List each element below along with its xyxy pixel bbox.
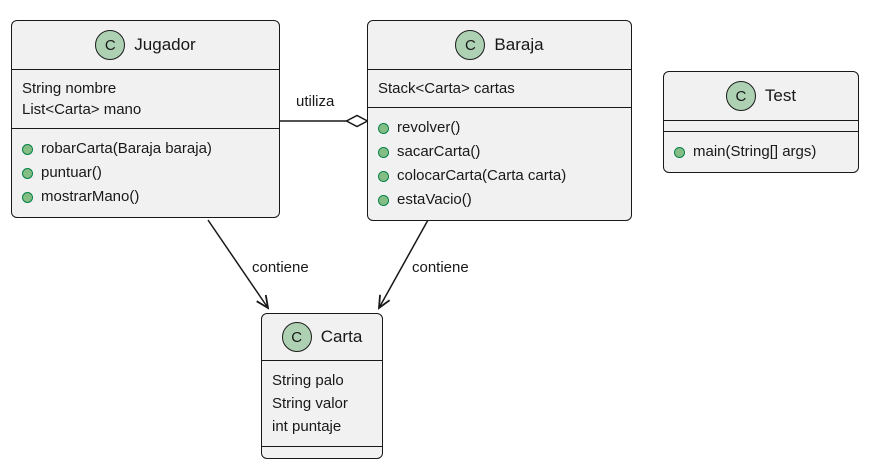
method-row: main(String[] args) [674,140,848,164]
method: sacarCarta() [397,143,481,160]
class-icon: C [95,30,126,60]
method-row: colocarCarta(Carta carta) [378,164,621,188]
method-row: mostrarMano() [22,185,269,209]
class-header-test: C Test [664,72,858,121]
class-box-test: C Test main(String[] args) [663,71,859,173]
class-icon: C [725,81,756,111]
method: main(String[] args) [693,143,817,160]
methods-section: robarCarta(Baraja baraja) puntuar() most… [12,129,279,217]
method: estaVacio() [397,191,472,208]
method-row: revolver() [378,116,621,140]
class-header-baraja: C Baraja [368,21,631,70]
class-header-jugador: C Jugador [12,21,279,70]
method-row: robarCarta(Baraja baraja) [22,137,269,161]
aggregation-diamond-icon [344,114,370,128]
public-visibility-icon [378,170,389,182]
attribute: Stack<Carta> cartas [378,80,515,97]
relation-label-contiene-right: contiene [412,259,469,276]
public-visibility-icon [378,122,389,134]
public-visibility-icon [22,191,33,203]
class-box-jugador: C Jugador String nombre List<Carta> mano… [11,20,280,218]
method-row: sacarCarta() [378,140,621,164]
class-name: Jugador [134,35,196,54]
class-icon: C [281,322,312,352]
class-name: Test [764,86,797,105]
method: mostrarMano() [41,188,140,205]
attribute: String palo [272,372,344,389]
method-row: puntuar() [22,161,269,185]
class-header-carta: C Carta [262,314,382,361]
class-icon: C [455,30,486,60]
class-box-baraja: C Baraja Stack<Carta> cartas revolver() … [367,20,632,221]
attribute: int puntaje [272,418,342,435]
relation-label-utiliza: utiliza [296,93,335,110]
public-visibility-icon [378,146,389,158]
public-visibility-icon [378,194,389,206]
class-box-carta: C Carta String palo String valor int pun… [261,313,383,459]
attributes-section: String nombre List<Carta> mano [12,70,279,129]
class-name: Carta [320,327,363,346]
method: robarCarta(Baraja baraja) [41,140,212,157]
attributes-section: String palo String valor int puntaje [262,361,382,447]
public-visibility-icon [674,146,685,158]
method: revolver() [397,119,461,136]
method: puntuar() [41,164,102,181]
attributes-section: Stack<Carta> cartas [368,70,631,108]
public-visibility-icon [22,143,33,155]
relation-label-contiene-left: contiene [252,259,309,276]
method: colocarCarta(Carta carta) [397,167,567,184]
attributes-section-empty [664,121,858,132]
public-visibility-icon [22,167,33,179]
attribute: List<Carta> mano [22,101,142,118]
method-row: estaVacio() [378,188,621,212]
attribute: String nombre [22,80,117,97]
class-name: Baraja [494,35,544,54]
methods-section: main(String[] args) [664,132,858,172]
methods-section-empty [262,447,382,458]
attribute: String valor [272,395,348,412]
methods-section: revolver() sacarCarta() colocarCarta(Car… [368,108,631,220]
